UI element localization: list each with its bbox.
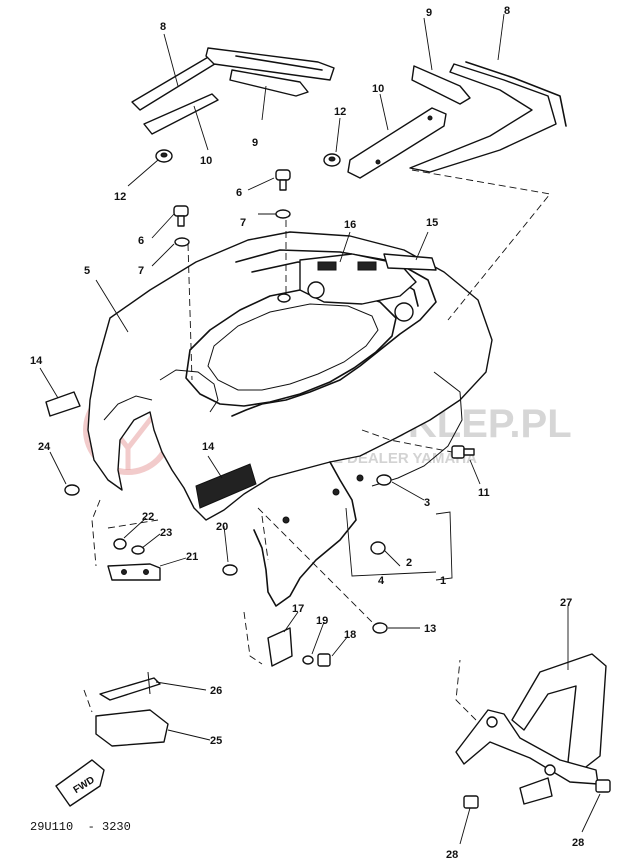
bolt-22 (113, 538, 127, 550)
callout-3: 3 (424, 497, 430, 509)
bracket-8-right (409, 63, 557, 173)
bolt-24 (64, 484, 80, 496)
grommet-2 (370, 541, 386, 555)
callout-18: 18 (344, 629, 356, 641)
bolts-washers-6-7 (173, 169, 291, 247)
callout-22: 22 (142, 511, 154, 523)
callout-24: 24 (38, 441, 51, 453)
callout-8-left: 8 (160, 21, 166, 33)
callout-7-lower: 7 (138, 265, 144, 277)
right-bracket-assembly (323, 61, 567, 179)
fwd-arrow-icon: FWD (55, 759, 105, 807)
washer-7-lower (174, 237, 190, 247)
plate-9-left (229, 69, 309, 97)
callout-6-upper: 6 (236, 187, 242, 199)
small-hardware (64, 445, 475, 667)
callout-7-upper: 7 (240, 217, 246, 229)
washer-7-upper (275, 209, 291, 219)
callout-10-left: 10 (200, 155, 212, 167)
callout-12-right: 12 (334, 106, 346, 118)
callout-labels: 8 9 8 10 12 9 10 12 6 7 16 15 6 7 5 14 2… (30, 5, 584, 861)
mud-flap-25 (95, 709, 169, 747)
nut-18 (317, 653, 331, 667)
left-bracket-assembly (131, 47, 335, 163)
callout-20: 20 (216, 521, 228, 533)
bolt-13 (372, 622, 388, 634)
reflector-15 (383, 253, 437, 271)
callout-1: 1 (440, 575, 446, 587)
plate-9-right (411, 65, 471, 105)
callout-6-lower: 6 (138, 235, 144, 247)
bolt-11 (451, 445, 465, 459)
diagram-code: 29U110 - 3230 (30, 820, 131, 834)
callout-9-left: 9 (252, 137, 258, 149)
bolt-28-left (463, 795, 479, 809)
grab-bar-27 (455, 653, 611, 809)
dashed-assembly-lines (83, 169, 551, 721)
bracket-26 (99, 677, 161, 701)
callout-14-center: 14 (202, 441, 215, 453)
plate-10-right (347, 107, 447, 179)
callout-4: 4 (378, 575, 385, 587)
plate-10-left (143, 93, 219, 135)
callout-2: 2 (406, 557, 412, 569)
washer-19 (302, 655, 314, 665)
callout-21: 21 (186, 551, 198, 563)
bolt-6-lower (173, 205, 189, 217)
callout-14-left: 14 (30, 355, 43, 367)
reflector-14-center (195, 463, 257, 509)
callout-13: 13 (424, 623, 436, 635)
callout-28-left: 28 (446, 849, 458, 861)
reflector-14-left (45, 391, 81, 417)
washer-23 (131, 545, 145, 555)
callout-23: 23 (160, 527, 172, 539)
callout-19: 19 (316, 615, 328, 627)
callout-25: 25 (210, 735, 222, 747)
bolt-6-upper (275, 169, 291, 181)
callout-8-right: 8 (504, 5, 510, 17)
callout-12-left: 12 (114, 191, 126, 203)
nut-3 (376, 474, 392, 486)
leader-lines (39, 13, 601, 845)
callout-27: 27 (560, 597, 572, 609)
callout-17: 17 (292, 603, 304, 615)
callout-16: 16 (344, 219, 356, 231)
callout-11: 11 (478, 487, 490, 499)
callout-10-right: 10 (372, 83, 384, 95)
mud-flap-assembly (95, 671, 169, 747)
bracket-21 (107, 563, 161, 581)
bracket-17 (267, 627, 293, 667)
bolt-28-right (595, 779, 611, 793)
callout-9-right: 9 (426, 7, 432, 19)
callout-28-right: 28 (572, 837, 584, 849)
callout-26: 26 (210, 685, 222, 697)
callout-5: 5 (84, 265, 90, 277)
bolt-20 (222, 564, 238, 576)
callout-15: 15 (426, 217, 438, 229)
